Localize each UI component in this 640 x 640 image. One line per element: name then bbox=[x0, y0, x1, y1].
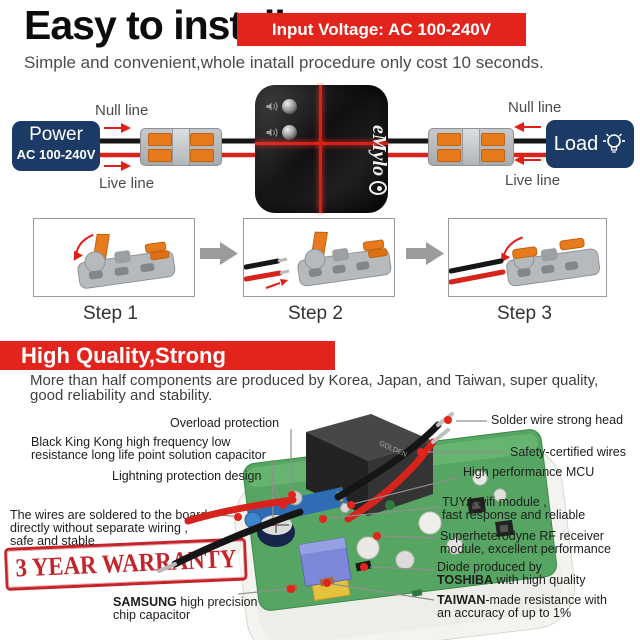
marker-dots bbox=[234, 416, 452, 593]
smart-switch-device: eMylo bbox=[255, 85, 390, 213]
device-indicator-row bbox=[265, 99, 297, 114]
wire-connector-left bbox=[140, 128, 222, 166]
step2-illustration bbox=[243, 231, 392, 289]
brand-logo-block: eMylo bbox=[367, 125, 390, 195]
step2-label: Step 2 bbox=[288, 303, 343, 324]
callout-safety-wires: Safety-certified wires bbox=[510, 445, 627, 459]
step1-illustration bbox=[73, 233, 176, 289]
step3-image-box bbox=[448, 218, 607, 297]
power-box: Power AC 100-240V bbox=[12, 121, 100, 171]
connector-lever bbox=[437, 133, 461, 146]
voltage-badge: Input Voltage: AC 100-240V Worldwide use bbox=[237, 13, 526, 72]
connector-lever bbox=[190, 149, 214, 162]
connector-clamp bbox=[172, 129, 190, 165]
step3-label: Step 3 bbox=[497, 303, 552, 324]
quality-banner: High Quality,Strong Reliability bbox=[0, 341, 335, 397]
power-label: Power bbox=[29, 124, 83, 145]
callout-tuya: TUYA wifi module , fast response and rel… bbox=[442, 495, 586, 522]
device-button bbox=[282, 99, 297, 114]
capacitor-black bbox=[257, 515, 295, 547]
step1-image-box bbox=[33, 218, 195, 297]
callout-overload: Overload protection bbox=[170, 416, 280, 430]
bulb-icon bbox=[603, 133, 626, 153]
wire-connector-right bbox=[428, 128, 514, 166]
step3-illustration bbox=[448, 236, 601, 287]
device-red-line-horizontal bbox=[255, 142, 388, 145]
callout-lightning: Lightning protection design bbox=[112, 469, 262, 483]
connector-lever bbox=[190, 133, 214, 146]
quality-body-line1: More than half components are produced b… bbox=[30, 372, 599, 389]
connector-lever bbox=[148, 133, 172, 146]
callout-mcu: High performance MCU bbox=[463, 465, 595, 479]
null-line-label-right: Null line bbox=[508, 99, 562, 116]
small-cylinder bbox=[287, 490, 303, 506]
transformer-yellow bbox=[308, 562, 351, 602]
callout-black-king-kong: Black King Kong high frequency low resis… bbox=[31, 435, 266, 462]
device-red-line-vertical bbox=[319, 85, 322, 213]
relay-component bbox=[306, 414, 433, 516]
transformer-blue bbox=[298, 537, 352, 587]
power-voltage: AC 100-240V bbox=[16, 147, 96, 162]
signal-icon bbox=[266, 102, 278, 111]
varistor-disc bbox=[244, 511, 262, 529]
right-wires bbox=[334, 412, 454, 523]
live-line-label-right: Live line bbox=[505, 172, 561, 189]
callout-solder-head: Solder wire strong head bbox=[491, 413, 624, 427]
callout-toshiba: Diode produced by TOSHIBA with high qual… bbox=[437, 560, 586, 587]
callout-superheterodyne: Superheterodyne RF receiver module, exce… bbox=[440, 529, 611, 556]
wifi-module bbox=[246, 487, 349, 527]
load-box: Load bbox=[546, 120, 634, 168]
connector-lever bbox=[437, 149, 461, 162]
brand-circle-icon bbox=[369, 181, 388, 195]
brand-name: eMylo bbox=[368, 125, 390, 177]
device-indicator-row bbox=[265, 125, 297, 140]
connector-lever bbox=[148, 149, 172, 162]
quality-body-line2: good reliability and stability. bbox=[30, 387, 213, 404]
callout-soldered-wires: The wires are soldered to the board dire… bbox=[10, 508, 208, 548]
step2-image-box bbox=[243, 218, 395, 297]
step1-label: Step 1 bbox=[83, 303, 138, 324]
connector-lever bbox=[481, 133, 505, 146]
connector-clamp bbox=[462, 129, 480, 165]
relay-brand-text: GOLDEN bbox=[377, 440, 408, 459]
null-line-label-left: Null line bbox=[95, 102, 149, 119]
connector-lever bbox=[481, 149, 505, 162]
load-label: Load bbox=[553, 132, 599, 155]
subtitle: Simple and convenient,whole inatall proc… bbox=[24, 53, 544, 72]
callout-samsung: SAMSUNG high precision chip capacitor bbox=[113, 595, 258, 622]
live-line-label-left: Live line bbox=[99, 175, 155, 192]
signal-icon bbox=[266, 128, 278, 137]
device-button bbox=[282, 125, 297, 140]
callout-taiwan: TAIWAN-made resistance with an accuracy … bbox=[437, 593, 607, 620]
